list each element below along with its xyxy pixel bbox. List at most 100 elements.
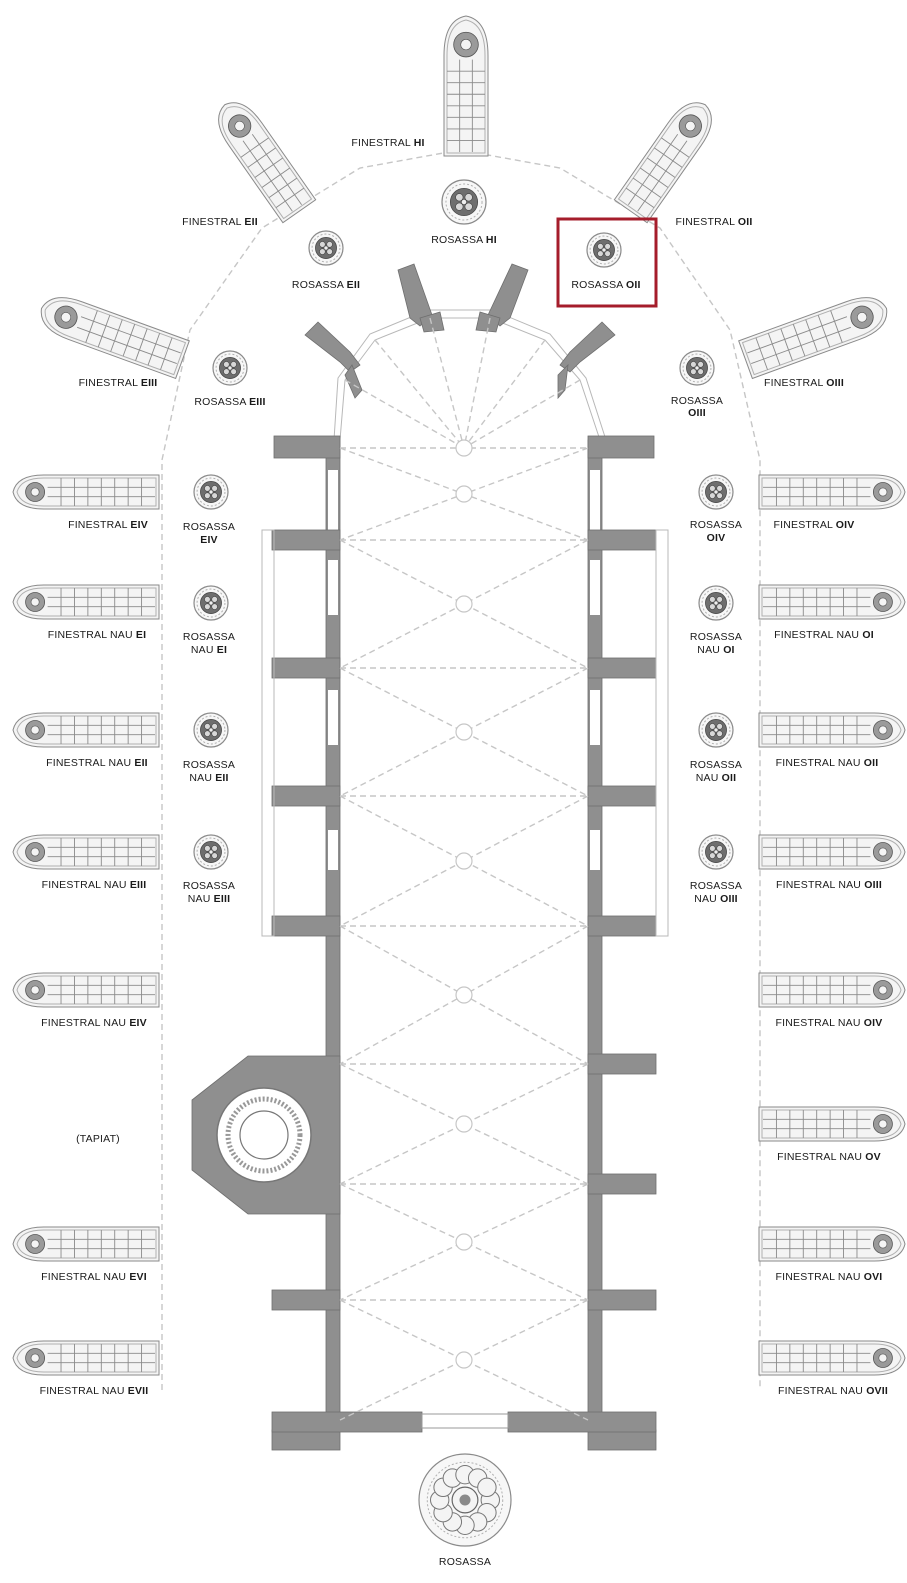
rose-eye bbox=[713, 849, 719, 855]
window-finestral-eii bbox=[218, 102, 317, 224]
window-finestral-hi bbox=[443, 15, 489, 157]
window-tracery-eye bbox=[878, 1353, 888, 1363]
apse-rib bbox=[344, 379, 465, 449]
window-inner-frame bbox=[761, 1229, 902, 1259]
rose-eye bbox=[323, 245, 329, 251]
window-inner-frame bbox=[44, 300, 187, 376]
label-finestral-oiii: FINESTRAL OIII bbox=[764, 377, 844, 389]
window-finestral-nau-oi bbox=[758, 584, 906, 620]
vault-rib bbox=[339, 1063, 589, 1185]
window-inner-frame bbox=[761, 587, 902, 617]
rose-ring bbox=[701, 837, 731, 867]
window-inner-frame bbox=[446, 19, 486, 154]
label-rosassa-eii: ROSASSA EII bbox=[292, 279, 360, 291]
label-rosassa-eiv-2: EIV bbox=[200, 534, 218, 546]
apse-rib bbox=[463, 339, 546, 449]
window-tracery-eye bbox=[30, 985, 40, 995]
window-finestral-nau-ovi bbox=[758, 1226, 906, 1262]
window-transom bbox=[747, 316, 848, 354]
label-rosassa-oii: ROSASSA OII bbox=[571, 279, 640, 291]
label-rosassa-eiv-1: ROSASSA bbox=[183, 521, 235, 533]
window-mullion bbox=[122, 324, 136, 357]
rose-ring bbox=[196, 837, 226, 867]
rose-lobe bbox=[204, 845, 211, 852]
rose-ring bbox=[215, 353, 245, 383]
rose-ring bbox=[682, 353, 712, 383]
rose-ring bbox=[196, 715, 226, 745]
window-transom bbox=[251, 134, 302, 205]
label-finestral-eiv: FINESTRAL EIV bbox=[68, 519, 148, 531]
rose-lobe bbox=[716, 492, 723, 499]
label-finestral-nau-ovii: FINESTRAL NAU OVII bbox=[778, 1385, 888, 1397]
label-finestral-oiv: FINESTRAL OIV bbox=[774, 519, 855, 531]
window-mullion bbox=[632, 177, 662, 198]
window-tracery-eye bbox=[878, 985, 888, 995]
window-tracery-eye bbox=[30, 1239, 40, 1249]
label-rosassa-nau-eii-2: NAU EII bbox=[189, 772, 228, 784]
rose-lobe bbox=[326, 241, 333, 248]
rose-eye bbox=[601, 247, 607, 253]
window-tracery-eye bbox=[856, 312, 868, 323]
window-inner-frame bbox=[761, 975, 902, 1005]
window-frame bbox=[758, 1340, 906, 1376]
window-frame bbox=[738, 297, 888, 380]
window-mullion bbox=[254, 157, 283, 178]
rose-lobe bbox=[716, 596, 723, 603]
rose-lobe bbox=[604, 250, 611, 257]
window-inner-frame bbox=[761, 1343, 902, 1373]
label-rosassa-west: ROSASSA bbox=[439, 1556, 491, 1568]
window-finestral-nau-oiv bbox=[758, 972, 906, 1008]
window-transom bbox=[751, 326, 851, 365]
window-inner-frame bbox=[221, 106, 313, 220]
window-mullion bbox=[160, 337, 173, 370]
window-mullion bbox=[792, 324, 806, 357]
window-tracery-eye bbox=[60, 312, 72, 323]
vault-rib bbox=[339, 667, 589, 797]
label-finestral-nau-evii: FINESTRAL NAU EVII bbox=[40, 1385, 149, 1397]
rose-lobe bbox=[604, 243, 611, 250]
rose-lobe bbox=[211, 730, 218, 737]
label-finestral-nau-oii: FINESTRAL NAU OII bbox=[776, 757, 879, 769]
rose-lobe bbox=[223, 368, 230, 375]
window-tracery-eye bbox=[878, 1239, 888, 1249]
rose-lobe bbox=[204, 723, 211, 730]
rose-rosassa-hi bbox=[441, 179, 487, 225]
rose-ring bbox=[445, 183, 483, 221]
rose-ring bbox=[426, 1461, 504, 1539]
window-inner-frame bbox=[16, 477, 157, 507]
rose-ring bbox=[701, 715, 731, 745]
rose-rosassa-west bbox=[418, 1453, 512, 1547]
rose-lobe bbox=[716, 730, 723, 737]
window-mullion bbox=[247, 147, 276, 168]
rose-lobe bbox=[204, 485, 211, 492]
rose-rosassa-oiii bbox=[679, 350, 715, 386]
window-mullion bbox=[240, 137, 269, 158]
rose-lobe bbox=[709, 492, 716, 499]
highlight-box-rosassa-oii bbox=[556, 217, 658, 308]
rose-lobe bbox=[211, 852, 218, 859]
window-frame bbox=[12, 1226, 160, 1262]
rose-lobe bbox=[230, 361, 237, 368]
rose-rosassa-nau-oi bbox=[698, 585, 734, 621]
window-mullion bbox=[97, 314, 111, 348]
rose-eye bbox=[713, 727, 719, 733]
window-tracery-eye bbox=[30, 487, 40, 497]
window-frame bbox=[758, 834, 906, 870]
rose-lobe bbox=[716, 723, 723, 730]
window-frame bbox=[12, 712, 160, 748]
label-rosassa-oiii-1: ROSASSA bbox=[671, 395, 723, 407]
window-mullion bbox=[830, 310, 843, 343]
window-transom bbox=[77, 326, 177, 365]
window-inner-frame bbox=[761, 477, 902, 507]
window-mullion bbox=[261, 167, 291, 188]
vault-rib bbox=[339, 539, 589, 669]
vault-boss bbox=[455, 1233, 473, 1251]
label-finestral-eiii: FINESTRAL EIII bbox=[79, 377, 158, 389]
window-inner-frame bbox=[617, 106, 709, 220]
window-mullion bbox=[805, 319, 818, 352]
window-mullion bbox=[639, 167, 669, 188]
rose-lobe bbox=[597, 250, 604, 257]
vault-boss bbox=[455, 1351, 473, 1369]
window-mullion bbox=[817, 314, 831, 348]
